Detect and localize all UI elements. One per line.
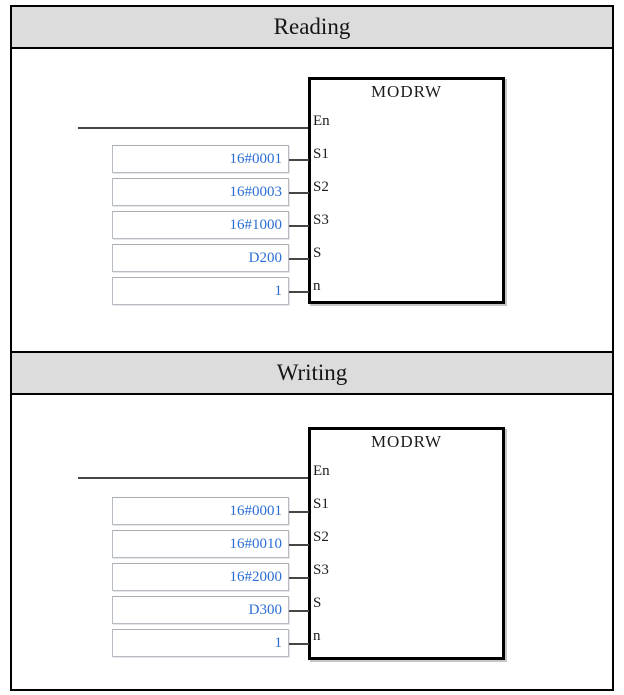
operand-wire-s (289, 610, 309, 612)
operand-input-s2[interactable]: 16#0003 (112, 178, 289, 206)
pin-label-n: n (313, 278, 321, 294)
function-block-modrw[interactable]: MODRW En S1 S2 S3 S n (308, 427, 505, 660)
operand-wire-s3 (289, 577, 309, 579)
operand-wire-n (289, 291, 309, 293)
pin-label-s: S (313, 595, 322, 611)
pin-label-s1: S1 (313, 496, 329, 512)
instruction-example-table: Reading MODRW En S1 S2 S3 S n 16#0001 16… (10, 5, 614, 691)
fbd-diagram-writing: MODRW En S1 S2 S3 S n 16#0001 16#0010 16… (12, 395, 612, 689)
operand-wire-s1 (289, 511, 309, 513)
operand-input-s3[interactable]: 16#2000 (112, 563, 289, 591)
section-header-writing: Writing (12, 353, 612, 395)
pin-label-s3: S3 (313, 562, 329, 578)
operand-input-s3[interactable]: 16#1000 (112, 211, 289, 239)
operand-wire-s1 (289, 159, 309, 161)
section-header-reading: Reading (12, 7, 612, 49)
operand-input-s[interactable]: D200 (112, 244, 289, 272)
operand-input-s[interactable]: D300 (112, 596, 289, 624)
block-title: MODRW (370, 432, 443, 451)
pin-label-n: n (313, 628, 321, 644)
pin-label-s3: S3 (313, 212, 329, 228)
operand-input-n[interactable]: 1 (112, 277, 289, 305)
pin-label-s2: S2 (313, 179, 329, 195)
operand-wire-s (289, 258, 309, 260)
operand-wire-s3 (289, 225, 309, 227)
operand-input-s1[interactable]: 16#0001 (112, 497, 289, 525)
operand-wire-s2 (289, 192, 309, 194)
operand-input-s2[interactable]: 16#0010 (112, 530, 289, 558)
pin-label-en: En (313, 463, 330, 479)
operand-input-s1[interactable]: 16#0001 (112, 145, 289, 173)
function-block-modrw[interactable]: MODRW En S1 S2 S3 S n (308, 77, 505, 304)
operand-wire-n (289, 643, 309, 645)
pin-label-s: S (313, 245, 322, 261)
pin-label-s2: S2 (313, 529, 329, 545)
operand-wire-s2 (289, 544, 309, 546)
fbd-diagram-reading: MODRW En S1 S2 S3 S n 16#0001 16#0003 16… (12, 49, 612, 353)
operand-input-n[interactable]: 1 (112, 629, 289, 657)
en-rail-wire (78, 127, 310, 129)
block-title: MODRW (370, 82, 443, 101)
en-rail-wire (78, 477, 310, 479)
pin-label-en: En (313, 113, 330, 129)
pin-label-s1: S1 (313, 146, 329, 162)
